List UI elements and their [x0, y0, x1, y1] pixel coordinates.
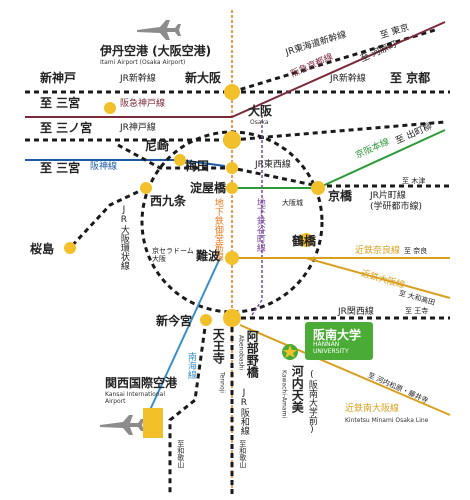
university-box: 阪南大学 HANNAN UNIVERSITY	[305, 322, 373, 360]
shin-kobe-label: 新神戸	[40, 71, 77, 85]
subway-tanimachi-label: 地下鉄谷町線	[254, 198, 265, 252]
yodoyabashi-label: 淀屋橋	[190, 181, 227, 195]
abeno-en-label: Abenobashi	[237, 335, 245, 371]
sakurajima-station	[64, 242, 76, 254]
kansai-airplane-icon	[100, 415, 144, 435]
kintetsu-minami-osaka-label: 近鉄南大阪線	[345, 404, 400, 414]
kansai-airport-en-label: Kansai International Airport	[105, 391, 165, 405]
to-sannomiya-3-label: 至 三宮	[40, 161, 81, 175]
tennoji-station	[223, 309, 241, 327]
nishikujo-station	[140, 182, 152, 194]
jr-kansai-label: JR関西線	[338, 307, 374, 317]
station-markers	[64, 84, 325, 327]
shin-imamiya-station	[200, 314, 212, 326]
osaka-station	[223, 131, 241, 149]
namba-station	[225, 251, 239, 265]
to-oji-label: 至 王寺	[405, 307, 429, 315]
yodoyabashi-station	[226, 182, 238, 194]
tennoji-label: 天王寺	[211, 328, 226, 364]
jr-hanwa-label: JR阪和線	[238, 388, 249, 435]
abeno-label: 阿部野橋	[245, 330, 260, 378]
shin-imamiya-label: 新今宮	[156, 314, 193, 328]
jr-tozai-line	[117, 143, 319, 188]
to-nara-label: 至 奈良	[404, 247, 428, 255]
kintetsu-minami-osaka-en-label: Kintetsu Minami Osaka Line	[345, 417, 429, 424]
to-wakayama-1-label: 至和歌山	[176, 440, 185, 468]
kawachi-amami-label: 河内天美	[290, 365, 305, 413]
jr-kansai-airport-line	[168, 319, 208, 495]
gakken-toshi-label: (学研都市線)	[370, 202, 423, 212]
tsuruhashi-label: 鶴橋	[292, 234, 317, 248]
nankai-label: 南海線	[185, 352, 196, 379]
umeda-station	[226, 162, 238, 174]
shin-osaka-station	[224, 84, 240, 100]
jr-shinkansen-e-label: JR新幹線	[330, 74, 366, 84]
itami-airplane-icon	[137, 20, 181, 40]
subway-midosuji-label: 地下鉄御堂筋線	[212, 198, 223, 261]
jr-tozai-label: JR東西線	[255, 160, 291, 170]
jr-yumesaki-label: JR大阪環状線	[118, 205, 129, 270]
umeda-label: 梅田	[185, 159, 210, 173]
nankai-line	[149, 257, 221, 411]
shin-kobe-station	[104, 102, 116, 114]
to-kyoto-label: 至 京都	[390, 71, 431, 85]
kansai-airport-label: 関西国際空港	[105, 376, 178, 390]
itami-en-label: Itami Airport (Osaka Airport)	[100, 59, 186, 66]
sakurajima-label: 桜島	[30, 242, 55, 256]
kyocera-dome-label: 京セラドーム大阪	[152, 247, 194, 263]
kintetsu-osaka-line	[305, 257, 451, 299]
university-en-label: HANNAN UNIVERSITY	[313, 341, 349, 355]
kintetsu-minami-osaka-line	[239, 324, 451, 416]
tanimachi-line	[249, 115, 263, 319]
amagasaki-label: 尼崎	[145, 139, 170, 153]
jr-shinkansen-w-label: JR新幹線	[120, 74, 156, 84]
kyobashi-station	[311, 181, 325, 195]
to-sannomiya-1-label: 至 三宮	[40, 96, 81, 110]
kyobashi-label: 京橋	[328, 189, 353, 203]
university-jp-label: 阪南大学	[313, 328, 362, 342]
osaka-en-label: Osaka	[250, 119, 269, 126]
hankyu-kyoto-line	[231, 21, 446, 118]
university-star-icon	[283, 345, 297, 358]
namba-label: 難波	[196, 249, 221, 263]
kawachi-amami-en-label: Kawachi-Amami	[280, 370, 288, 419]
tsuruhashi-station	[299, 233, 313, 247]
jr-katamachi-label: JR片町線	[370, 191, 406, 201]
hanshin-label: 阪神線	[90, 162, 118, 172]
tennoji-en-label: Tennoji	[218, 372, 226, 393]
osaka-label: 大阪	[248, 104, 273, 118]
hankyu-kobe-label: 阪急神戸線	[120, 99, 166, 109]
amagasaki-station	[174, 154, 186, 166]
kintetsu-nara-label: 近鉄奈良線	[355, 246, 401, 256]
to-wakayama-2-label: 至和歌山	[238, 440, 247, 468]
itami-label: 伊丹空港 (大阪空港)	[100, 44, 212, 58]
osaka-castle-label: 大阪城	[282, 199, 303, 207]
to-kizu-label: 至 木津	[402, 177, 426, 185]
kawachi-amami-sub-label: (阪南大学前)	[306, 370, 317, 435]
nishikujo-label: 西九条	[150, 194, 187, 208]
kansai-airport-marker	[143, 408, 163, 438]
to-sannomiya-2-label: 至 三ノ宮	[40, 121, 93, 135]
shin-osaka-label: 新大阪	[185, 71, 222, 85]
jr-yumesaki-line	[68, 186, 147, 250]
jr-kobe-label: JR神戸線	[120, 123, 156, 133]
